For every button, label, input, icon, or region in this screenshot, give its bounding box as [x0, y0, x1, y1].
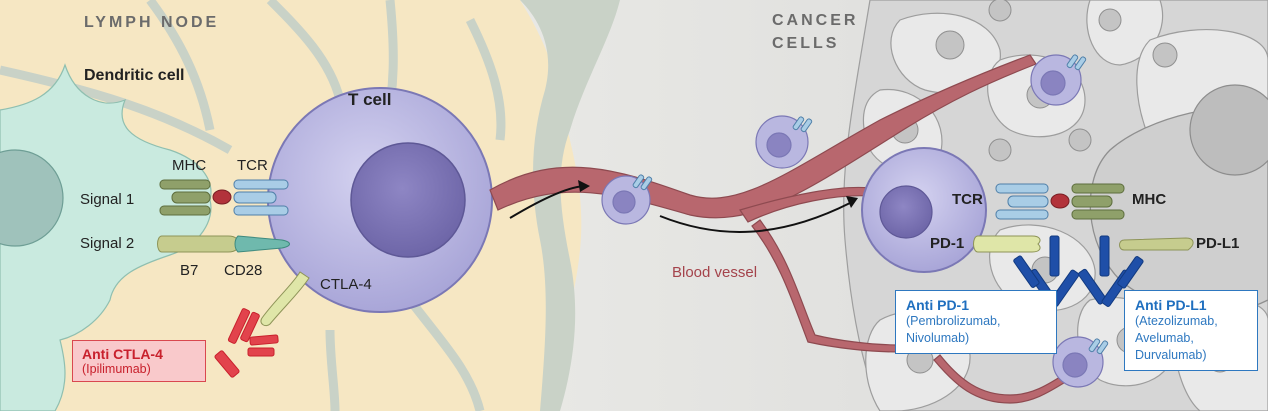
cd28-label: CD28: [224, 262, 263, 279]
anti-ctla4-box: Anti CTLA-4 (Ipilimumab): [72, 340, 206, 382]
tcr-label-left: TCR: [237, 157, 268, 174]
anti-pd1-box: Anti PD-1 (Pembrolizumab, Nivolumab): [895, 290, 1057, 354]
t-cell-label: T cell: [348, 90, 392, 109]
signal2-label: Signal 2: [80, 235, 135, 252]
t-cell-tumor: [861, 147, 987, 273]
anti-pd1-title: Anti PD-1: [906, 297, 969, 313]
anti-ctla4-antibody: [214, 308, 279, 378]
mhc-label-right: MHC: [1132, 191, 1167, 208]
small-tcr-receptors: [632, 54, 1109, 355]
dendritic-nucleus: [0, 149, 64, 247]
anti-pdl1-box: Anti PD-L1 (Atezolizumab, Avelumab, Durv…: [1124, 290, 1258, 371]
b7-cd28-complex: [157, 235, 290, 253]
dendritic-cell: [0, 63, 212, 411]
lymph-node-label: LYMPH NODE: [84, 14, 220, 31]
ctla4-receptor: [260, 271, 310, 327]
pd1-receptor: [973, 235, 1041, 253]
pd1-label: PD-1: [930, 235, 965, 252]
dendritic-cell-label: Dendritic cell: [84, 67, 185, 84]
anti-pdl1-drug-1: (Atezolizumab,: [1135, 314, 1218, 328]
b7-label: B7: [180, 262, 199, 279]
tcr-mhc-complex-right: [995, 183, 1125, 220]
ctla4-label: CTLA-4: [320, 276, 372, 293]
anti-pd1-antibody: [1013, 235, 1080, 307]
pdl1-label: PD-L1: [1196, 235, 1240, 252]
t-cell-lymph: [267, 87, 493, 313]
anti-pd1-drug-2: Nivolumab): [906, 331, 970, 345]
anti-pdl1-drug-3: Durvalumab): [1135, 348, 1207, 362]
pdl1-ligand: [1119, 237, 1194, 251]
circulating-t-cells: [601, 54, 1104, 388]
tcr-label-right: TCR: [952, 191, 983, 208]
anti-pdl1-drug-2: Avelumab,: [1135, 331, 1194, 345]
mhc-label-left: MHC: [172, 157, 207, 174]
anti-ctla4-title: Anti CTLA-4: [82, 346, 163, 362]
cancer-cells-label-line2: CELLS: [772, 35, 840, 52]
cancer-cells-label-line1: CANCER: [772, 12, 859, 29]
signal1-label: Signal 1: [80, 191, 135, 208]
blood-vessel-label: Blood vessel: [672, 264, 758, 281]
anti-pdl1-antibody: [1078, 235, 1144, 307]
anti-pd1-drug-1: (Pembrolizumab,: [906, 314, 1001, 328]
anti-ctla4-drugs: (Ipilimumab): [82, 362, 151, 376]
mhc-tcr-complex-left: [159, 179, 289, 216]
anti-pdl1-title: Anti PD-L1: [1135, 297, 1207, 313]
